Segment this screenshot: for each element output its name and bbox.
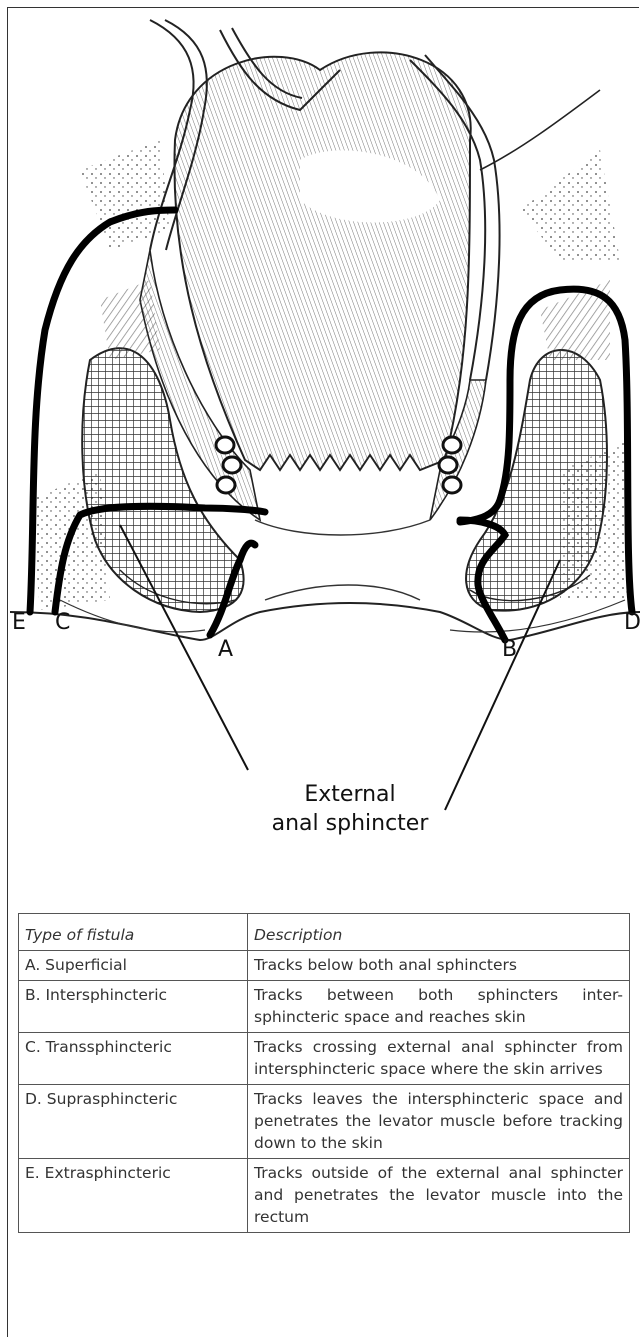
anal-glands-right [439, 437, 461, 493]
header-description: Description [248, 914, 630, 951]
row-type: E. Extrasphincteric [19, 1159, 248, 1233]
row-description: Tracks below both anal sphincters [248, 951, 630, 981]
label-a: A [218, 637, 233, 662]
row-description: Tracks leaves the intersphincteric space… [248, 1085, 630, 1159]
table-header-row: Type of fistula Description [19, 914, 630, 951]
table-row: A. Superficial Tracks below both anal sp… [19, 951, 630, 981]
header-type: Type of fistula [19, 914, 248, 951]
caption-line-2: anal sphincter [230, 809, 470, 838]
row-description: Tracks between both sphincters inter-sph… [248, 981, 630, 1033]
fistula-types-table: Type of fistula Description A. Superfici… [18, 913, 630, 1233]
anatomy-illustration: E C A B D External anal sphincter [0, 0, 640, 860]
caption-line-1: External [230, 780, 470, 809]
table-row: D. Suprasphincteric Tracks leaves the in… [19, 1085, 630, 1159]
label-d: D [624, 610, 640, 635]
row-description: Tracks crossing external anal sphincter … [248, 1033, 630, 1085]
label-e: E [12, 610, 26, 635]
row-description: Tracks outside of the external anal sphi… [248, 1159, 630, 1233]
label-c: C [55, 610, 70, 635]
table-row: C. Transsphincteric Tracks crossing exte… [19, 1033, 630, 1085]
row-type: B. Intersphincteric [19, 981, 248, 1033]
anal-canal-drawing [0, 0, 640, 860]
external-anal-sphincter-caption: External anal sphincter [230, 780, 470, 838]
row-type: D. Suprasphincteric [19, 1085, 248, 1159]
rectum [174, 52, 470, 470]
row-type: A. Superficial [19, 951, 248, 981]
skin-outline [10, 603, 640, 640]
row-type: C. Transsphincteric [19, 1033, 248, 1085]
table-row: E. Extrasphincteric Tracks outside of th… [19, 1159, 630, 1233]
table-row: B. Intersphincteric Tracks between both … [19, 981, 630, 1033]
label-b: B [502, 637, 517, 662]
